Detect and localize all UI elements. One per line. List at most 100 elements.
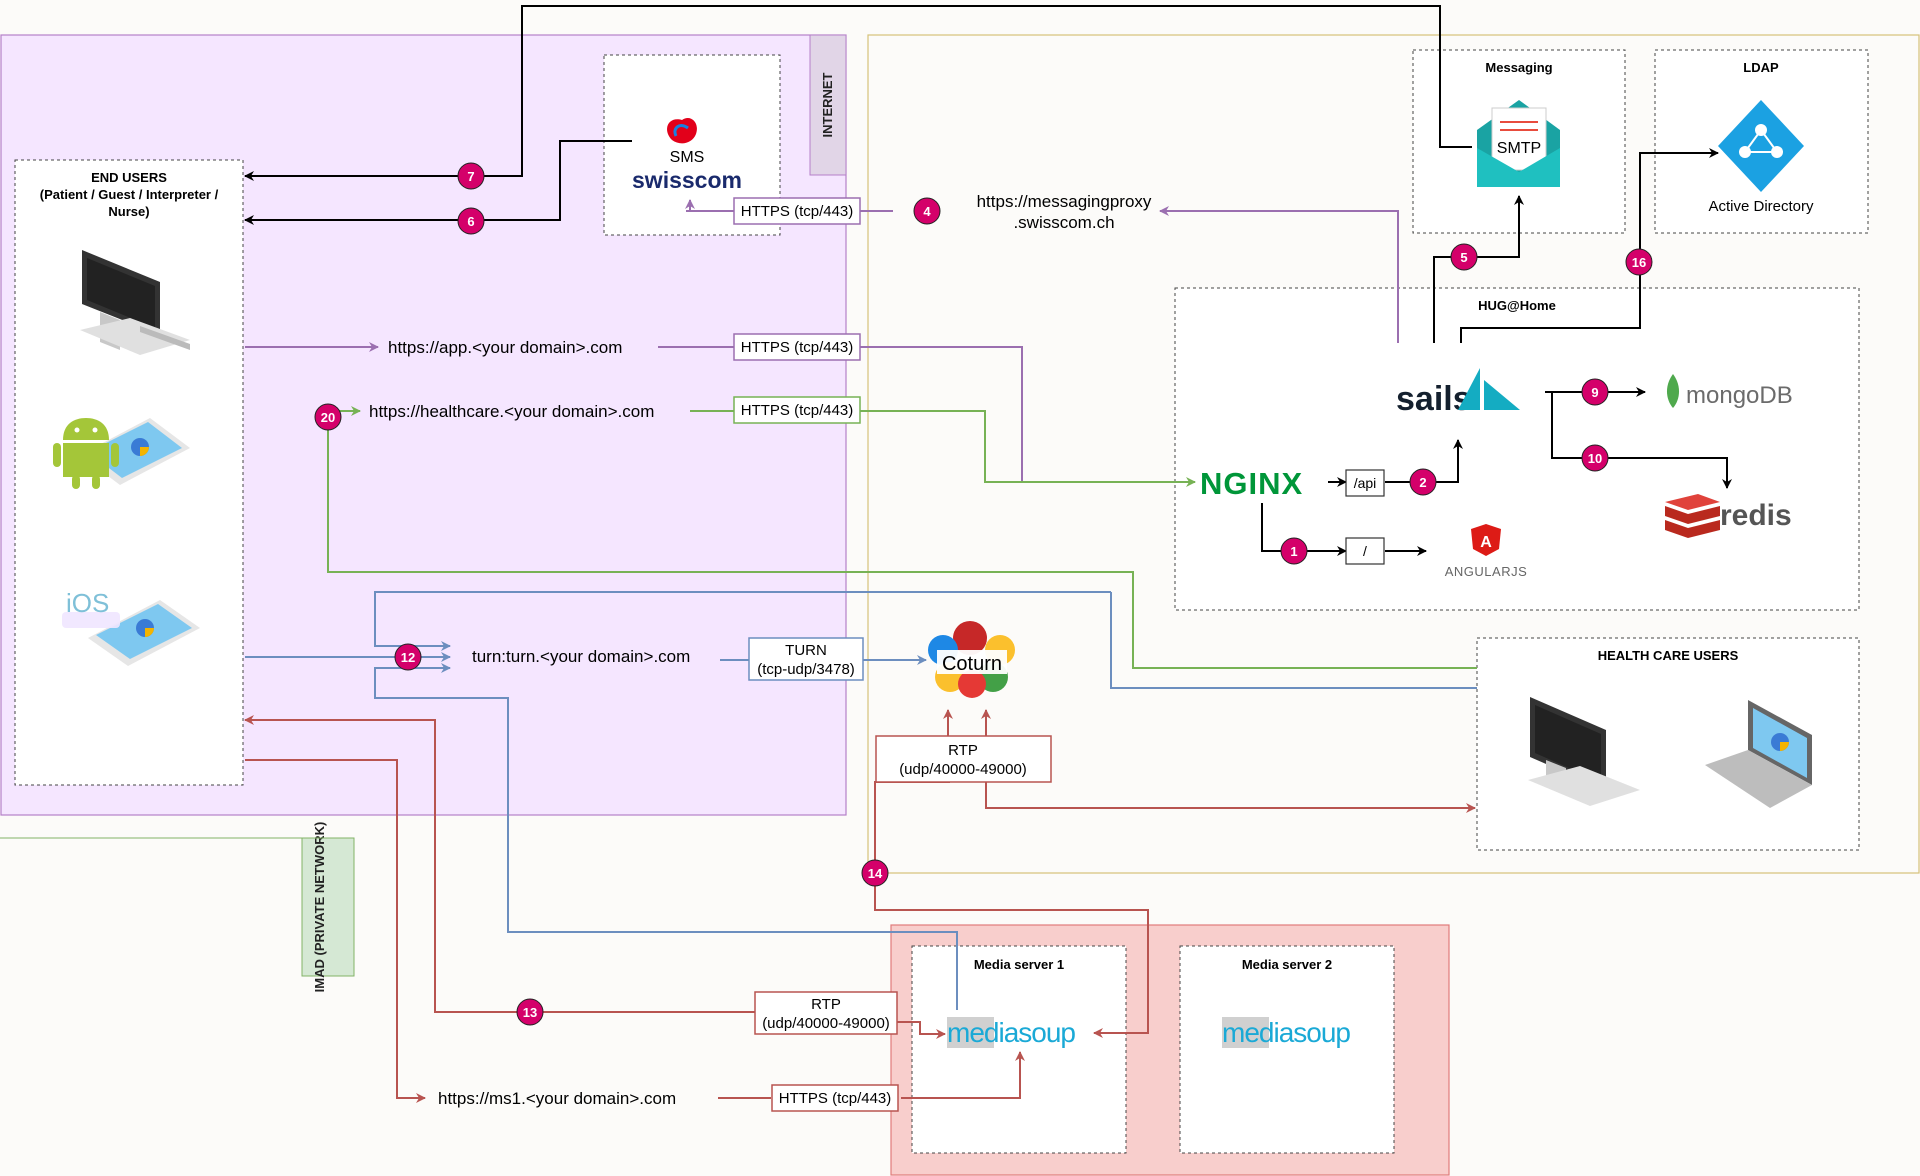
https-healthcare-label: HTTPS (tcp/443) [733,396,861,424]
https-sms-label: HTTPS (tcp/443) [733,197,861,225]
step-badge-5: 5 [1450,243,1478,271]
health-care-laptop-icon [1705,700,1812,808]
svg-text:(udp/40000-49000): (udp/40000-49000) [762,1015,890,1032]
svg-text:5: 5 [1460,250,1467,265]
flow-13-line-a [244,715,755,1013]
angularjs-logo: A ANGULARJS [1445,524,1528,579]
desktop-monitor-icon [80,250,190,355]
flow-12-line-bottom [374,663,958,1010]
svg-text:6: 6 [467,214,474,229]
end-users-title: END USERS [91,170,167,185]
step-badge-6: 6 [457,207,485,235]
svg-text:iOS: iOS [66,588,109,618]
svg-text:HTTPS (tcp/443): HTTPS (tcp/443) [741,339,854,356]
step-badge-16: 16 [1625,248,1653,276]
nginx-logo: NGINX [1200,466,1303,501]
step-badge-2: 2 [1409,468,1437,496]
hug-home-box [1174,287,1860,611]
svg-text:swisscom: swisscom [632,167,742,193]
svg-text:20: 20 [321,410,335,425]
api-path-label: /api [1345,469,1385,497]
svg-text:TURN: TURN [785,642,827,659]
swisscom-icon [667,117,697,144]
messagingproxy-url: https://messagingproxy [977,192,1152,211]
mediasoup-logo-1: mediasoup [947,1017,1076,1048]
svg-text:sails: sails [1396,380,1472,418]
step-badge-7: 7 [457,162,485,190]
step-badge-9: 9 [1581,378,1609,406]
svg-text:10: 10 [1588,451,1602,466]
flow-2-line [1385,439,1463,483]
svg-text:1: 1 [1290,544,1297,559]
healthcare-url: https://healthcare.<your domain>.com [369,402,654,421]
rtp-ms-label: RTP (udp/40000-49000) [754,991,898,1035]
server-zone [867,34,1920,874]
flow-hcu-blue [1110,592,1477,689]
svg-text:SMTP: SMTP [1497,140,1541,157]
svg-text:mediasoup: mediasoup [1222,1017,1350,1048]
ms1-url: https://ms1.<your domain>.com [438,1089,676,1108]
android-icon [53,418,119,489]
active-directory-label: Active Directory [1708,198,1814,215]
root-path-label: / [1345,537,1385,565]
step-badge-13: 13 [516,998,544,1026]
flow-ms1-line-a [245,759,426,1103]
svg-text:9: 9 [1591,385,1598,400]
svg-text:Coturn: Coturn [942,653,1002,675]
svg-text:/: / [1363,543,1367,559]
step-badge-14: 14 [861,859,889,887]
svg-text:mongoDB: mongoDB [1686,382,1793,409]
mongodb-leaf-icon [1666,374,1680,408]
imad-zone-label-box [301,837,355,977]
redis-logo: redis [1665,494,1792,538]
media-server-2-box [1179,945,1395,1154]
svg-text:14: 14 [868,866,883,881]
flow-6-line [244,140,632,225]
media-server-2-title: Media server 2 [1242,957,1332,972]
svg-text:ANGULARJS: ANGULARJS [1445,564,1528,579]
turn-url: turn:turn.<your domain>.com [472,647,690,666]
health-care-desktop-icon [1528,697,1640,806]
end-users-subtitle-2: Nurse) [108,204,149,219]
svg-text:redis: redis [1720,499,1792,532]
ios-icon: iOS [62,588,120,628]
step-badge-20: 20 [314,403,342,431]
step-badge-1: 1 [1280,537,1308,565]
flow-4-line-a [1159,206,1399,343]
coturn-logo: Coturn [928,621,1015,698]
step-badge-12: 12 [394,643,422,671]
rtp-coturn-label: RTP (udp/40000-49000) [875,735,1052,783]
svg-text:mediasoup: mediasoup [947,1017,1075,1048]
media-server-1-box [911,945,1127,1154]
sails-icon [1458,368,1480,410]
flow-16-line [1460,148,1719,343]
svg-text:HTTPS (tcp/443): HTTPS (tcp/443) [741,402,854,419]
smtp-envelope-icon: SMTP [1477,100,1560,187]
svg-text:7: 7 [467,169,474,184]
svg-text:HTTPS (tcp/443): HTTPS (tcp/443) [779,1090,892,1107]
flow-ms1-line-c [901,1051,1025,1099]
step-badge-10: 10 [1581,444,1609,472]
redis-cube-icon [1665,494,1720,510]
ldap-title: LDAP [1743,60,1779,75]
swisscom-logo: SMS swisscom [632,117,742,193]
svg-text:RTP: RTP [811,996,841,1013]
https-app-label: HTTPS (tcp/443) [733,333,861,361]
turn-label: TURN (tcp-udp/3478) [748,637,864,681]
svg-text:16: 16 [1632,255,1646,270]
flow-4-line-c [685,199,735,212]
hug-home-title: HUG@Home [1478,298,1556,313]
active-directory-icon [1718,100,1804,192]
svg-text:(tcp-udp/3478): (tcp-udp/3478) [757,661,855,678]
angular-shield-icon [1471,524,1501,556]
svg-text:4: 4 [923,204,931,219]
flow-10-line [1551,392,1732,489]
internet-zone-label: INTERNET [820,72,835,137]
media-server-1-title: Media server 1 [974,957,1064,972]
flow-13-line-b [897,1021,946,1039]
svg-text:A: A [1480,534,1492,551]
health-care-users-title: HEALTH CARE USERS [1598,648,1739,663]
imad-zone-label: IMAD (PRIVATE NETWORK) [312,822,327,993]
app-url: https://app.<your domain>.com [388,338,622,357]
flow-rtp-hcu [985,782,1476,813]
